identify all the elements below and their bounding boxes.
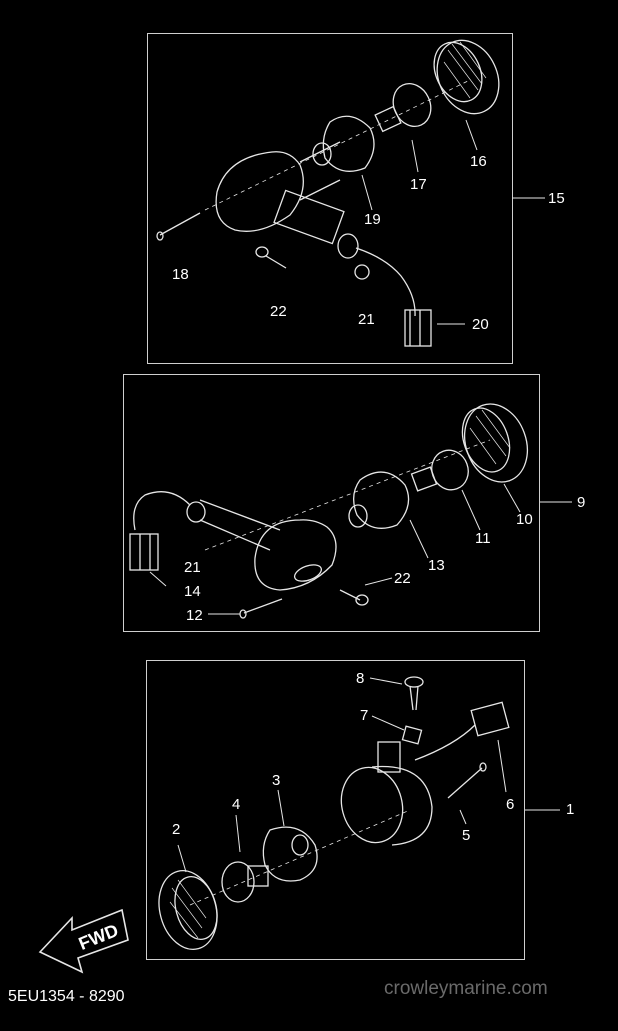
connector-20-drawing <box>404 309 432 347</box>
part-code: 5EU1354 - 8290 <box>8 988 125 1005</box>
callout-12: 12 <box>186 607 203 624</box>
callout-9: 9 <box>577 494 586 511</box>
callout-22-top: 22 <box>270 303 287 320</box>
lens-10-drawing <box>461 403 528 483</box>
callout-16: 16 <box>470 153 487 170</box>
callout-10: 10 <box>516 511 533 528</box>
connector-14-drawing <box>129 533 159 571</box>
callout-2: 2 <box>172 821 181 838</box>
rear-right-assembly-frame <box>123 374 540 632</box>
housing-middle-drawing <box>133 491 337 591</box>
callout-1: 1 <box>566 801 575 818</box>
turn-signal-assembly-bottom <box>158 676 560 950</box>
housing-top-drawing <box>215 141 416 317</box>
callout-21-middle: 21 <box>184 559 201 576</box>
callout-11: 11 <box>475 530 491 547</box>
screw-5-drawing <box>447 762 487 799</box>
callout-14: 14 <box>184 583 201 600</box>
callout-20: 20 <box>472 316 489 333</box>
callout-6: 6 <box>506 796 515 813</box>
housing-bottom-drawing <box>340 724 476 846</box>
lens-16-drawing <box>433 39 500 115</box>
callout-15: 15 <box>548 190 565 207</box>
callout-19: 19 <box>364 211 381 228</box>
nut-21-top-drawing <box>354 264 370 280</box>
front-assembly-frame <box>146 660 525 960</box>
turn-signal-assembly-top <box>156 39 545 347</box>
bulb-4-drawing <box>221 861 269 903</box>
screw-18-drawing <box>156 212 201 241</box>
callout-5: 5 <box>462 827 471 844</box>
callout-18: 18 <box>172 266 189 283</box>
callout-8: 8 <box>356 670 365 687</box>
screw-12-drawing <box>239 598 283 619</box>
socket-13-drawing <box>348 471 410 529</box>
callout-4: 4 <box>232 796 241 813</box>
socket-3-drawing <box>262 826 318 882</box>
callout-21-top: 21 <box>358 311 375 328</box>
nut-7-drawing <box>401 725 423 745</box>
callout-7: 7 <box>360 707 369 724</box>
callout-22-middle: 22 <box>394 570 411 587</box>
bolt-22-top-drawing <box>255 246 287 269</box>
socket-19-drawing <box>312 115 375 172</box>
callout-3: 3 <box>272 772 281 789</box>
watermark: crowleymarine.com <box>384 978 548 999</box>
connector-6-drawing <box>470 701 510 737</box>
bolt-22-middle-drawing <box>339 589 369 606</box>
callout-13: 13 <box>428 557 445 574</box>
screw-8-drawing <box>404 676 424 711</box>
bulb-17-drawing <box>374 83 432 133</box>
turn-signal-assembly-middle <box>129 403 572 619</box>
lens-2-drawing <box>158 870 218 950</box>
callout-17: 17 <box>410 176 427 193</box>
bulb-11-drawing <box>410 449 469 492</box>
forward-arrow <box>38 908 129 974</box>
